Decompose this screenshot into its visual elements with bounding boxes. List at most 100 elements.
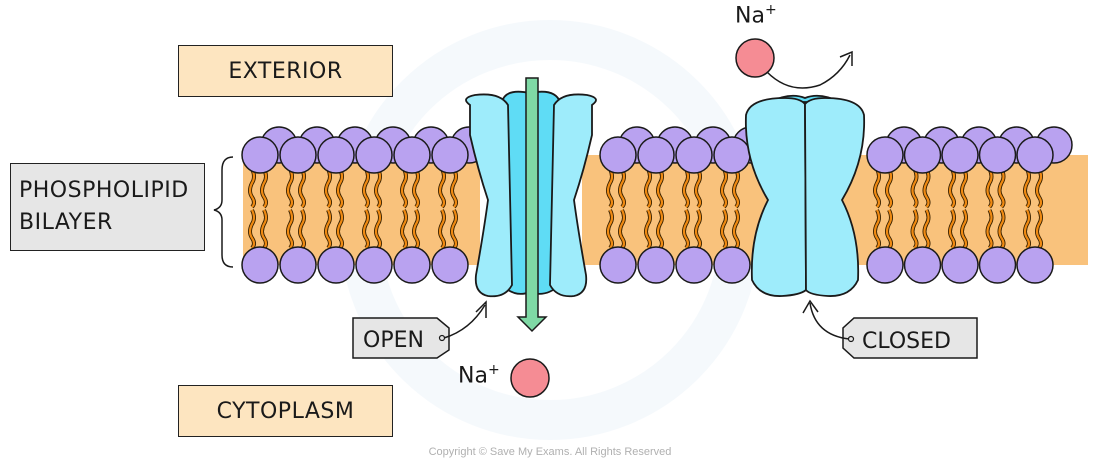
lipid-tail bbox=[656, 209, 664, 249]
lipid-tail bbox=[298, 209, 306, 249]
lipid-tail bbox=[438, 168, 446, 208]
lipid-tail bbox=[732, 209, 740, 249]
lipid-tail bbox=[400, 168, 408, 208]
lipid-tail bbox=[682, 209, 690, 249]
phospholipid-head bbox=[713, 136, 751, 174]
lipid-tail bbox=[362, 168, 370, 208]
open-tag: OPEN bbox=[352, 300, 487, 359]
phospholipid-head bbox=[279, 246, 317, 284]
closed-channel-protein bbox=[744, 94, 866, 297]
closed-channel-left-subunit bbox=[744, 97, 807, 297]
lipid-tail bbox=[374, 209, 382, 249]
phospholipid-head bbox=[431, 136, 469, 174]
lipid-tail bbox=[948, 168, 956, 208]
lipid-tail bbox=[885, 209, 893, 249]
lipid-tail bbox=[911, 209, 918, 249]
lipid-tail bbox=[873, 168, 881, 208]
phospholipid-head bbox=[317, 136, 355, 174]
phospholipid-head bbox=[1016, 136, 1054, 174]
lipid-tail bbox=[412, 168, 420, 208]
ion-bottom-charge: + bbox=[487, 362, 500, 378]
lipid-tail bbox=[324, 168, 332, 208]
ion-top-charge: + bbox=[764, 2, 777, 18]
lipid-tail bbox=[336, 168, 344, 208]
lipid-tail bbox=[286, 168, 294, 208]
lipid-tail bbox=[694, 209, 702, 249]
phospholipid-bilayer-label: PHOSPHOLIPID BILAYER bbox=[10, 163, 205, 251]
phospholipid-head bbox=[941, 246, 979, 284]
closed-tag-label: CLOSED bbox=[862, 329, 951, 354]
ion-bottom-symbol: Na bbox=[458, 363, 488, 389]
phospholipid-head bbox=[317, 246, 355, 284]
lipid-tail bbox=[960, 209, 968, 249]
copyright-footer: Copyright © Save My Exams. All Rights Re… bbox=[428, 446, 672, 458]
lipid-tail bbox=[362, 209, 370, 249]
cytoplasm-text: CYTOPLASM bbox=[216, 398, 355, 424]
lipid-tail bbox=[644, 209, 652, 249]
phospholipid-head bbox=[941, 136, 979, 174]
sodium-ion-top bbox=[735, 38, 775, 78]
phospholipid-head bbox=[866, 246, 904, 284]
lipid-tail bbox=[400, 209, 408, 249]
lipid-tail bbox=[948, 209, 956, 249]
lipid-tail bbox=[450, 209, 458, 249]
lipid-tail bbox=[324, 209, 332, 249]
lipid-tail bbox=[923, 168, 930, 208]
phospholipid-head bbox=[637, 136, 675, 174]
lipid-tail bbox=[248, 168, 256, 208]
lipid-tail bbox=[606, 168, 614, 208]
lipid-tail bbox=[873, 209, 881, 249]
phospholipid-head bbox=[599, 246, 637, 284]
phospholipid-head bbox=[1016, 246, 1054, 284]
ion-exit-arrowhead bbox=[839, 50, 853, 66]
phospholipid-head bbox=[431, 246, 469, 284]
lipid-tail bbox=[248, 209, 256, 249]
cytoplasm-label: CYTOPLASM bbox=[178, 385, 393, 437]
lipid-tail bbox=[298, 168, 306, 208]
phospholipid-head bbox=[241, 246, 279, 284]
lipid-tail bbox=[1035, 168, 1043, 208]
lipid-tail bbox=[720, 168, 728, 208]
phospholipid-head bbox=[599, 136, 637, 174]
lipid-tail bbox=[1023, 168, 1031, 208]
lipid-tail bbox=[720, 209, 728, 249]
lipid-tail bbox=[438, 209, 446, 249]
lipid-tail bbox=[923, 209, 930, 249]
exterior-label: EXTERIOR bbox=[178, 45, 393, 97]
lipid-tail bbox=[960, 168, 968, 208]
lipid-tail bbox=[286, 209, 294, 249]
phospholipid-head bbox=[675, 246, 713, 284]
lipid-tail bbox=[911, 168, 918, 208]
bilayer-label-line1: PHOSPHOLIPID bbox=[19, 178, 189, 204]
phospholipid-head bbox=[393, 136, 431, 174]
lipid-tail bbox=[618, 168, 626, 208]
open-channel-left-subunit bbox=[465, 93, 513, 298]
bilayer-brace bbox=[213, 156, 234, 268]
open-tag-label: OPEN bbox=[363, 328, 424, 353]
lipid-tail bbox=[998, 168, 1005, 208]
phospholipid-head bbox=[903, 136, 942, 174]
phospholipid-head bbox=[675, 136, 713, 174]
phospholipid-head bbox=[866, 136, 904, 174]
phosphate-heads bbox=[241, 126, 1073, 284]
closed-channel-right-subunit bbox=[804, 97, 866, 297]
lipid-tail bbox=[1023, 209, 1031, 249]
phospholipid-head bbox=[713, 246, 751, 284]
open-channel-protein bbox=[465, 90, 597, 298]
fatty-acid-tails bbox=[248, 168, 1043, 250]
lipid-tail bbox=[682, 168, 690, 208]
lipid-tail bbox=[694, 168, 702, 208]
phospholipid-head bbox=[637, 246, 675, 284]
closed-tag: CLOSED bbox=[802, 299, 978, 359]
lipid-tail bbox=[656, 168, 664, 208]
lipid-tail bbox=[374, 168, 382, 208]
phospholipid-head bbox=[355, 136, 393, 174]
lipid-tail bbox=[885, 168, 893, 208]
open-channel-right-subunit bbox=[549, 93, 597, 298]
lipid-tail bbox=[986, 209, 993, 249]
lipid-tail bbox=[998, 209, 1005, 249]
phospholipid-head bbox=[355, 246, 393, 284]
lipid-tail bbox=[986, 168, 993, 208]
phospholipid-head bbox=[903, 246, 942, 284]
